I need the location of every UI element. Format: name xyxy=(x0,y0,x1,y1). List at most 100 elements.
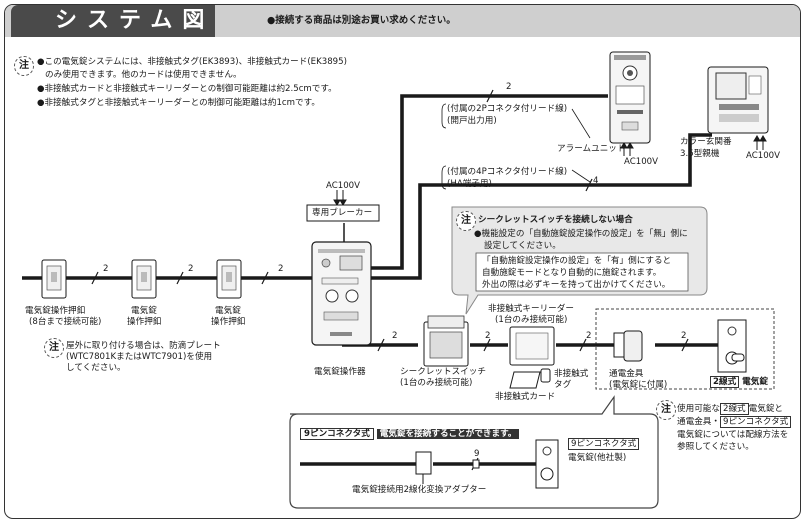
wire-count: 4 xyxy=(593,176,599,186)
adapter-device xyxy=(415,451,432,475)
right-note-text: 使用可能な xyxy=(677,404,720,414)
right-note-line: 電気錠については配線方法を xyxy=(677,430,789,440)
secret-switch-device xyxy=(423,315,469,367)
lead-2p-purpose: (開戸出力用) xyxy=(447,116,497,126)
panel-label: 電気錠操作器 xyxy=(314,367,366,377)
outdoor-note-line: してください。 xyxy=(66,363,126,373)
breaker-label: 専用ブレーカー xyxy=(312,208,373,218)
right-note-badge: 注 xyxy=(656,400,676,420)
wire-panel-alarm xyxy=(370,94,608,270)
wire-panel-intercom xyxy=(370,133,712,280)
push-button-unit xyxy=(131,259,157,299)
lead-2p-label: (付属の2Pコネクタ付リード線) xyxy=(447,104,568,114)
push-button-unit xyxy=(41,259,67,299)
push-button-label: 電気錠 xyxy=(215,306,241,316)
wire-count: 2 xyxy=(506,82,512,92)
push-button-label-2: 操作押釦 xyxy=(211,317,246,327)
note-line-4: ●非接触式タグと非接触式キーリーダーとの制御可能距離は約1cmです。 xyxy=(37,98,320,108)
breaker-box xyxy=(306,204,380,222)
adapter-heading: 9ピンコネクタ式 電気錠を接続することができます。 xyxy=(300,428,520,440)
keyreader-label: 非接触式キーリーダー xyxy=(488,304,574,314)
note-line-3: ●非接触式カードと非接触式キーリーダーとの制御可能距離は約2.5cmです。 xyxy=(37,84,337,94)
adapter-tag: 9ピンコネクタ式 xyxy=(300,428,374,440)
electric-lock-device xyxy=(717,319,747,373)
wire-count: 2 xyxy=(278,264,284,274)
secret-note-inner-box xyxy=(475,252,689,292)
right-note-line: 参照してください。 xyxy=(677,442,754,452)
adapter-callout xyxy=(289,395,659,509)
alarm-unit-label: アラームユニット xyxy=(557,144,626,154)
tag-label-2: タグ xyxy=(554,380,572,390)
right-note-tag: 2線式 xyxy=(719,403,749,415)
lock-label: 2線式 電気錠 xyxy=(710,376,768,388)
outdoor-note-line: (WTC7801KまたはWTC7901)を使用 xyxy=(66,352,213,362)
right-note-text: 通電金具・ xyxy=(677,417,720,427)
push-button-label: 電気錠操作押釦 xyxy=(25,306,86,316)
wire-count: 9 xyxy=(474,449,480,459)
ac-arrows xyxy=(333,135,767,206)
alarm-ac-label: AC100V xyxy=(624,157,659,167)
secret-note-badge: 注 xyxy=(456,211,476,231)
third-party-lock-tag: 9ピンコネクタ式 xyxy=(568,438,640,450)
lock-type-badge: 2線式 xyxy=(710,376,740,388)
lock-control-panel xyxy=(311,241,372,346)
wire-count: 2 xyxy=(188,264,194,274)
right-note-tag: 9ピンコネクタ式 xyxy=(719,416,792,428)
tag-shape xyxy=(540,368,551,383)
push-button-label-2: 操作押釦 xyxy=(127,317,162,327)
lead-4p-bracket xyxy=(441,165,447,190)
secret-note-line: 「自動施錠設定操作の設定」を「有」側にすると xyxy=(482,256,672,266)
wire-count: 2 xyxy=(681,331,687,341)
lock-dashed-box xyxy=(595,308,775,390)
note-badge: 注 xyxy=(14,56,34,76)
lock-name: 電気錠 xyxy=(742,377,768,387)
keyreader-panel xyxy=(515,332,549,360)
leader-intercom xyxy=(571,169,591,183)
wire-count-marks xyxy=(91,89,689,471)
header-note: ●接続する商品は別途お買い求めください。 xyxy=(267,15,456,26)
note-line-1: ●この電気錠システムには、非接触式タグ(EK3893)、非接触式カード(EK38… xyxy=(37,57,347,67)
adapter-caption: 電気錠接続用2線化変換アダプター xyxy=(352,485,487,495)
page-title: システム図 xyxy=(11,5,215,37)
third-party-lock-device xyxy=(535,439,559,489)
power-feed-label: 通電金具 xyxy=(609,369,644,379)
tag-label: 非接触式 xyxy=(554,369,589,379)
secret-note-line: ●機能設定の「自動施錠設定操作の設定」を「無」側に xyxy=(474,229,688,239)
wire-count: 2 xyxy=(586,331,592,341)
push-button-capacity: (8台まで接続可能) xyxy=(29,317,102,327)
alarm-unit-device xyxy=(609,51,651,144)
third-party-lock-tag-text: 9ピンコネクタ式 xyxy=(568,438,640,450)
intercom-ac-label: AC100V xyxy=(746,151,781,161)
right-note-line: 通電金具・9ピンコネクタ式 xyxy=(677,416,792,428)
secret-switch-capacity: (1台のみ接続可能) xyxy=(400,378,473,388)
right-note-text: 電気錠と xyxy=(748,404,784,414)
note-line-2: のみ使用できます。他のカードは使用できません。 xyxy=(45,70,242,80)
secret-note-line: 外出の際は必ずキーを持って出かけてください。 xyxy=(482,280,671,290)
power-feed-label-2: (電気錠に付属) xyxy=(609,380,668,390)
secret-note-line: 設定してください。 xyxy=(484,241,561,251)
intercom-label-2: 3.5型親機 xyxy=(680,149,720,159)
outdoor-note-badge: 注 xyxy=(44,338,64,358)
push-button-label: 電気錠 xyxy=(131,306,157,316)
nine-pin-connector xyxy=(472,459,480,469)
wire-count: 2 xyxy=(103,264,109,274)
color-intercom-device xyxy=(707,66,769,134)
outdoor-note-line: 屋外に取り付ける場合は、防滴プレート xyxy=(66,341,221,351)
push-button-unit xyxy=(216,259,242,299)
secret-switch-label: シークレットスイッチ xyxy=(400,367,486,377)
adapter-heading-text: 電気錠を接続することができます。 xyxy=(376,429,520,439)
third-party-lock-label: 電気錠(他社製) xyxy=(568,453,627,463)
leader-alarm xyxy=(571,108,591,139)
keyreader-capacity: (1台のみ接続可能) xyxy=(495,315,568,325)
power-feed-device xyxy=(613,330,643,362)
wire-count: 2 xyxy=(485,331,491,341)
lead-4p-purpose: (HA端子用) xyxy=(447,179,492,189)
card-shape xyxy=(509,371,541,389)
intercom-label: カラー玄関番 xyxy=(680,137,732,147)
secret-note-title: シークレットスイッチを接続しない場合 xyxy=(478,215,633,225)
breaker-ac-label: AC100V xyxy=(326,181,361,191)
secret-note-line: 自動施錠モードとなり自動的に施錠されます。 xyxy=(482,268,662,278)
diagram-frame xyxy=(4,4,801,519)
